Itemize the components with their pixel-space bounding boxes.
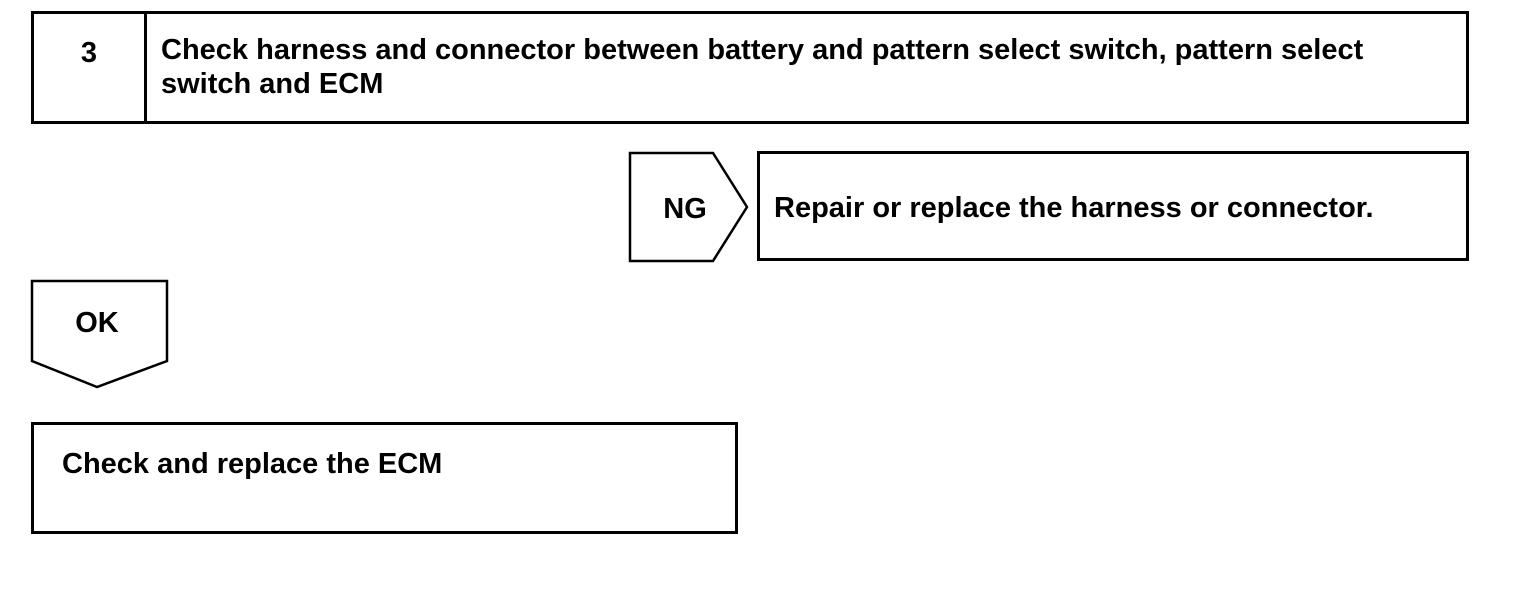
ng-result-text: Repair or replace the harness or connect… bbox=[774, 192, 1374, 224]
ng-result-box: Repair or replace the harness or connect… bbox=[757, 151, 1469, 261]
step-number-cell: 3 bbox=[34, 14, 147, 121]
final-action-text: Check and replace the ECM bbox=[62, 448, 443, 480]
step-title: Check harness and connector between batt… bbox=[161, 34, 1364, 100]
ng-label: NG bbox=[663, 193, 707, 225]
final-action-box: Check and replace the ECM bbox=[31, 422, 738, 534]
step-header-box: 3 Check harness and connector between ba… bbox=[31, 11, 1469, 124]
ng-arrow: NG bbox=[628, 151, 749, 263]
step-number: 3 bbox=[80, 37, 98, 69]
ok-arrow: OK bbox=[30, 279, 169, 389]
ok-label: OK bbox=[75, 307, 119, 339]
